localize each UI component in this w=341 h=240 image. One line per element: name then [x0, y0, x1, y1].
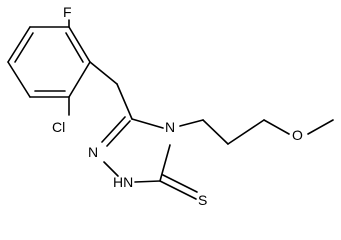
- atom-label-fluorine: F: [63, 4, 72, 20]
- bond-c3-n4: [159, 144, 171, 182]
- bond-n4-chain-1: [179, 119, 204, 127]
- bond-n2-c3: [134, 180, 161, 183]
- triazole-ring: [101, 116, 171, 183]
- bond-c5-n1-double: [101, 116, 126, 143]
- atom-label-oxygen: O: [292, 127, 303, 143]
- bond-ring-double-3: [65, 32, 84, 63]
- bond-chain-3-o: [263, 119, 290, 135]
- bond-ring-3: [7, 61, 31, 98]
- bond-ring-double-1: [14, 32, 34, 63]
- bond-ring-6: [68, 26, 91, 63]
- bond-ch2-triazole: [116, 83, 133, 120]
- benzene-ring: [7, 26, 91, 98]
- chemical-structure-diagram: F Cl N N HN O S: [7, 4, 334, 208]
- bond-chain-1-2: [202, 119, 229, 145]
- bond-ring-ch2: [89, 61, 118, 85]
- atom-label-nitrogen-h: HN: [113, 174, 133, 190]
- bond-c-s-double: [162, 174, 198, 193]
- bond-n4-c5: [131, 118, 164, 129]
- bond-c5-n1: [106, 120, 131, 147]
- atom-label-sulfur: S: [198, 192, 207, 208]
- bond-chain-2-3: [227, 119, 265, 145]
- atom-label-chlorine: Cl: [52, 119, 65, 135]
- atom-label-nitrogen-substituted: N: [165, 119, 175, 135]
- bond-c-s: [159, 180, 197, 200]
- atom-label-nitrogen-ring: N: [88, 144, 98, 160]
- bond-ring-2: [7, 26, 31, 63]
- bond-o-methyl: [307, 119, 334, 135]
- bond-n1-n2: [103, 161, 119, 177]
- bond-ring-5: [68, 61, 91, 98]
